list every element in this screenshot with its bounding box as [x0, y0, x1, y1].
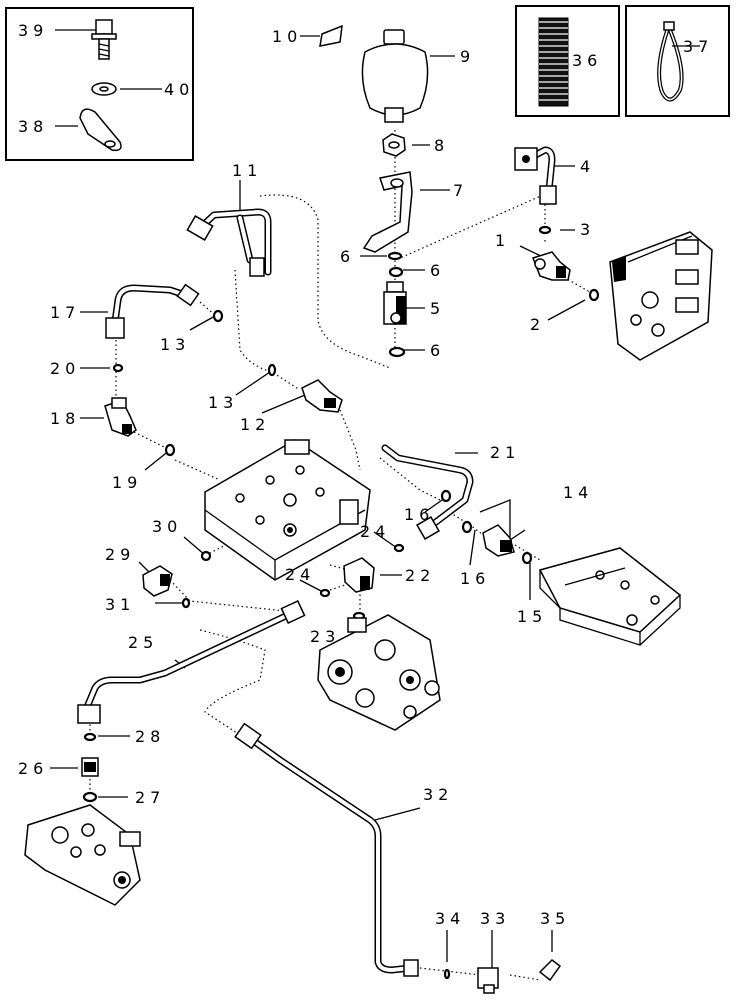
elbow-fitting-part-29: [142, 565, 173, 597]
label-part-10: [319, 24, 343, 47]
assembly-guide-lines: [89, 130, 596, 981]
callout-26: 26: [18, 759, 48, 778]
callout-7: 7: [453, 181, 468, 200]
callout-31: 31: [105, 595, 135, 614]
valve-block-center: [204, 439, 371, 581]
tube-part-17: [105, 283, 200, 339]
valve-block-bottom-left: [24, 804, 141, 906]
elbow-fitting-part-22: [343, 557, 375, 593]
tube-part-25: [77, 599, 306, 724]
callout-11: 11: [232, 161, 262, 180]
callout-13-b: 13: [208, 393, 238, 412]
inset-box-sleeve: [515, 5, 620, 117]
valve-block-lower: [317, 614, 441, 731]
clip-part-38: [79, 108, 122, 152]
callout-16-a: 16: [404, 505, 434, 524]
callout-9: 9: [460, 47, 475, 66]
callout-6-a: 6: [340, 247, 355, 266]
callout-16-b: 16: [460, 569, 490, 588]
callout-5: 5: [430, 299, 445, 318]
elbow-fitting-part-12: [301, 379, 343, 413]
valve-block-top-right: [609, 231, 713, 361]
callout-3: 3: [580, 220, 595, 239]
callout-37: 37: [683, 37, 713, 56]
o-rings: [82, 225, 600, 980]
callout-17: 17: [50, 303, 80, 322]
callout-32: 32: [423, 785, 453, 804]
adapter-part-33: [477, 967, 499, 994]
strap-part-37: [657, 21, 684, 102]
callout-24-b: 24: [285, 565, 315, 584]
spiral-sleeve-part-36: [538, 17, 569, 107]
inset-box-hardware: [5, 7, 194, 161]
elbow-fitting-part-1: [532, 251, 571, 281]
callout-33: 33: [480, 909, 510, 928]
callout-39: 39: [18, 21, 48, 40]
tube-part-4: [514, 146, 557, 205]
tube-part-21: [381, 444, 474, 540]
callout-30: 30: [152, 517, 182, 536]
callout-27: 27: [135, 788, 165, 807]
valve-block-right: [538, 547, 682, 646]
callout-22: 22: [405, 566, 435, 585]
inset-box-strap: [625, 5, 730, 117]
callout-23: 23: [310, 627, 340, 646]
elbow-fitting-part-18: [104, 397, 137, 437]
tube-part-32: [234, 722, 419, 977]
callout-29: 29: [105, 545, 135, 564]
callout-15: 15: [517, 607, 547, 626]
callout-6-c: 6: [430, 341, 445, 360]
callout-35: 35: [540, 909, 570, 928]
callout-6-b: 6: [430, 261, 445, 280]
callout-28: 28: [135, 727, 165, 746]
callout-20: 20: [50, 359, 80, 378]
elbow-fitting-part-14: [482, 524, 515, 557]
bracket-part-7: [362, 171, 413, 253]
nut-part-8: [382, 133, 406, 157]
fitting-part-5: [383, 281, 407, 325]
callout-12: 12: [240, 415, 270, 434]
callout-labels: 1 2 3 4 5 6 6 6 7 8 9 10 11 12 13 13 14 …: [18, 21, 713, 928]
callout-40: 40: [164, 80, 194, 99]
callout-25: 25: [128, 633, 158, 652]
adapter-part-26: [81, 757, 99, 777]
callout-38: 38: [18, 117, 48, 136]
callout-34: 34: [435, 909, 465, 928]
callout-18: 18: [50, 409, 80, 428]
cap-part-35: [538, 959, 562, 982]
tube-part-11: [186, 208, 272, 277]
callout-10: 10: [272, 27, 302, 46]
accumulator-part-9: [361, 29, 429, 123]
callout-13-a: 13: [160, 335, 190, 354]
washer-part-40: [91, 82, 117, 96]
callout-14: 14: [563, 483, 593, 502]
callout-21: 21: [490, 443, 520, 462]
callout-24-a: 24: [360, 522, 390, 541]
callout-8: 8: [434, 136, 449, 155]
callout-19: 19: [112, 473, 142, 492]
callout-4: 4: [580, 157, 595, 176]
callout-1: 1: [495, 231, 510, 250]
callout-2: 2: [530, 315, 545, 334]
callout-36: 36: [572, 51, 602, 70]
bolt-part-39: [91, 19, 117, 60]
